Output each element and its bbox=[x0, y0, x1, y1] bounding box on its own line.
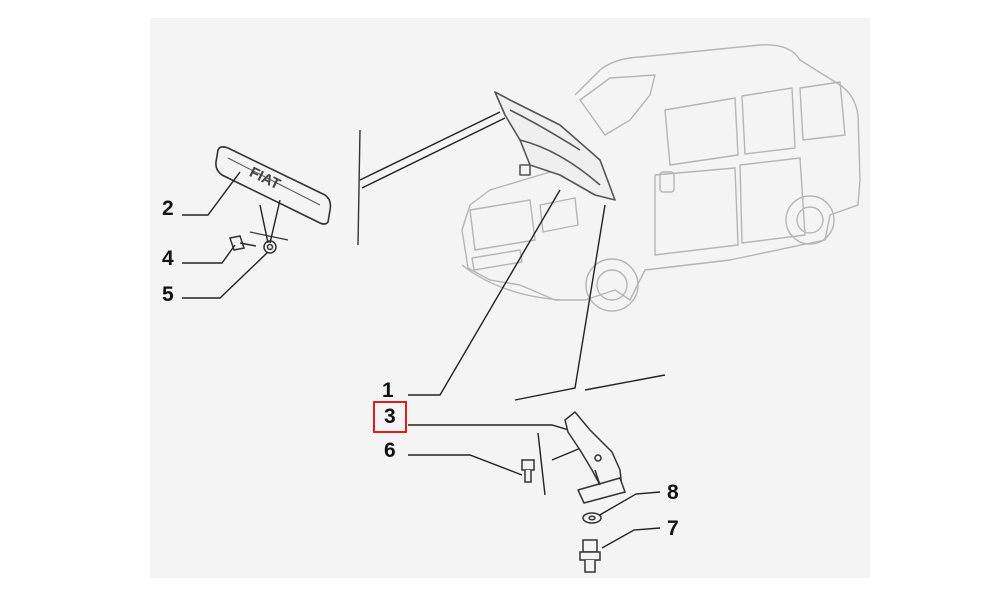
bolt-part-7 bbox=[579, 539, 601, 573]
screw-part bbox=[229, 235, 257, 251]
hinge-part bbox=[564, 411, 626, 504]
badge-part bbox=[215, 146, 332, 225]
van-illustration bbox=[461, 44, 861, 312]
van-body-outline bbox=[461, 44, 861, 301]
rear-wheel bbox=[785, 195, 835, 245]
highlight-box-callout-3 bbox=[373, 401, 407, 433]
nut-part bbox=[263, 240, 277, 254]
bolt-part-6 bbox=[521, 459, 535, 483]
bonnet-open bbox=[494, 91, 616, 201]
callout-7: 7 bbox=[667, 517, 679, 540]
leader-6 bbox=[408, 454, 523, 476]
leader-4 bbox=[182, 244, 236, 264]
rear-quarter-window bbox=[799, 81, 846, 141]
sliding-door bbox=[739, 157, 806, 244]
leader-lines bbox=[182, 111, 666, 549]
callout-1: 1 bbox=[382, 379, 394, 402]
callout-4: 4 bbox=[162, 247, 174, 270]
callout-6: 6 bbox=[384, 439, 396, 462]
headlight bbox=[539, 197, 579, 233]
leader-8 bbox=[597, 491, 661, 517]
side-mirror bbox=[659, 171, 675, 193]
leader-7 bbox=[601, 527, 661, 549]
leader-1 bbox=[408, 189, 561, 396]
leader-3 bbox=[408, 424, 583, 435]
leader-2 bbox=[182, 171, 241, 216]
callout-5: 5 bbox=[162, 283, 174, 306]
callout-2: 2 bbox=[162, 197, 174, 220]
rear-side-window bbox=[741, 87, 796, 155]
front-side-window bbox=[664, 97, 739, 166]
leader-5 bbox=[182, 251, 269, 299]
callout-8: 8 bbox=[667, 481, 679, 504]
front-bumper bbox=[461, 264, 561, 301]
callout-3: 3 bbox=[384, 405, 396, 428]
windscreen bbox=[579, 74, 656, 136]
front-grille bbox=[469, 199, 536, 251]
front-door bbox=[654, 167, 739, 256]
washer-part bbox=[582, 512, 602, 524]
front-wheel bbox=[585, 258, 639, 312]
